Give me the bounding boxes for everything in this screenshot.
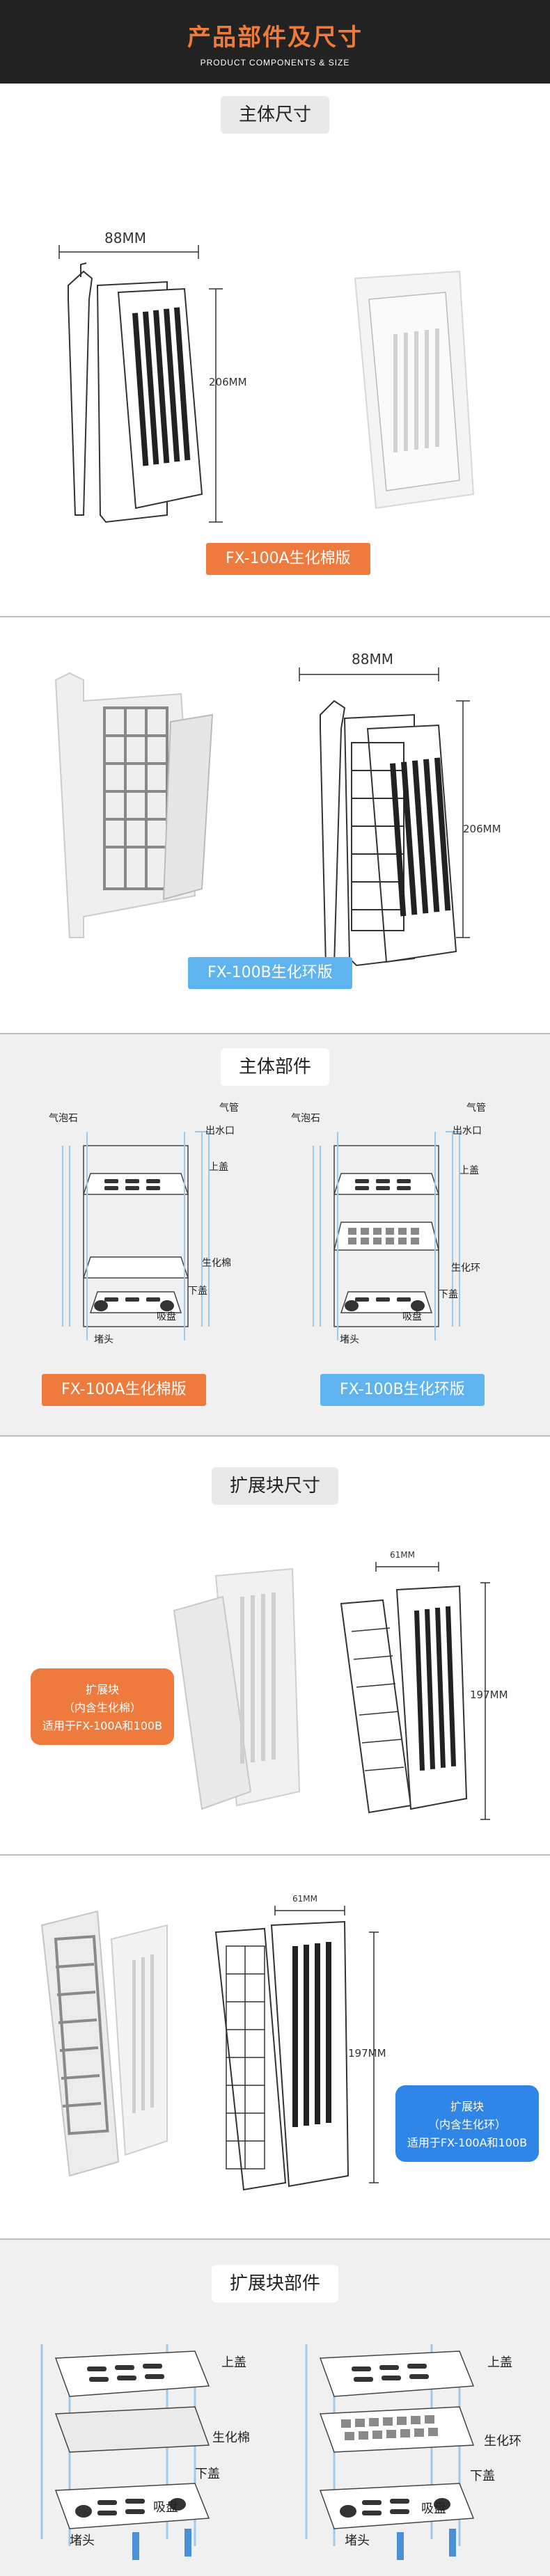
label-top-cover-b: 上盖: [459, 1165, 479, 1176]
height-label-a: 206MM: [209, 376, 247, 388]
extension-render-a: [173, 1567, 301, 1810]
section-heading-body-parts: 主体部件: [220, 1048, 330, 1086]
section-divider: [0, 616, 550, 617]
label-outlet-a: 出水口: [205, 1125, 235, 1137]
width-dimension-line-ext-a: [375, 1562, 439, 1572]
extension-line-drawing-a: [340, 1585, 468, 1814]
width-dimension-line-b: [299, 667, 439, 681]
page-title: 产品部件及尺寸: [187, 24, 363, 52]
label-top-cover-ext-b: 上盖: [487, 2355, 512, 2370]
label-top-cover-a: 上盖: [209, 1162, 228, 1173]
body-render-b: [54, 672, 214, 938]
label-air-tube-a: 气管: [219, 1103, 239, 1114]
info-box-extension-foam: 扩展块 （内含生化棉） 适用于FX-100A和100B: [31, 1668, 174, 1745]
info-box-line-2: （内含生化棉）: [63, 1701, 141, 1714]
section-divider: [0, 1435, 550, 1437]
label-bottom-cover-b: 下盖: [439, 1289, 458, 1300]
page-header: 产品部件及尺寸 PRODUCT COMPONENTS & SIZE: [0, 0, 550, 84]
model-tag-fx100b: FX-100B生化环版: [188, 957, 352, 989]
label-plug-ext-a: 堵头: [70, 2534, 95, 2548]
body-line-drawing-a: [68, 262, 203, 523]
label-suction-cup-ext-a: 吸盘: [153, 2500, 178, 2515]
label-bottom-cover-a: 下盖: [188, 1286, 207, 1297]
exploded-extension-foam: [40, 2344, 210, 2560]
height-dimension-line-a: [209, 288, 223, 523]
section-heading-extension-parts: 扩展块部件: [211, 2265, 339, 2302]
height-dimension-line-ext-a: [480, 1582, 490, 1820]
label-media-a: 生化棉: [202, 1258, 231, 1269]
info-box-line-2: （内含生化环）: [427, 2118, 506, 2131]
label-suction-cup-a: 吸盘: [157, 1311, 176, 1322]
height-label-ext-a: 197MM: [470, 1689, 508, 1701]
info-box-line-1: 扩展块: [450, 2100, 484, 2113]
height-dimension-line-b: [456, 700, 470, 938]
section-divider: [0, 1854, 550, 1856]
section-extension-size-a: 扩展块尺寸: [0, 1437, 550, 1854]
width-dimension-line-ext-b: [274, 1906, 345, 1915]
section-body-size-a: 主体尺寸 88MM: [0, 84, 550, 575]
width-dimension-line-a: [58, 245, 199, 259]
label-outlet-b: 出水口: [453, 1125, 482, 1137]
body-render-a: [354, 270, 475, 509]
section-extension-size-b: 61MM 197MM 扩展块 （内含生化环） 适用于FX-100A和100B: [0, 1856, 550, 2238]
model-tag-fx100b-parts: FX-100B生化环版: [320, 1374, 485, 1406]
extension-render-b: [40, 1910, 168, 2177]
label-plug-ext-b: 堵头: [345, 2534, 370, 2548]
label-air-tube-b: 气管: [466, 1103, 486, 1114]
model-tag-fx100a: FX-100A生化棉版: [206, 543, 370, 575]
width-label-ext-a: 61MM: [390, 1550, 415, 1560]
section-heading-extension-size: 扩展块尺寸: [211, 1467, 339, 1505]
extension-line-drawing-b: [214, 1920, 349, 2191]
label-bottom-cover-ext-a: 下盖: [195, 2467, 220, 2481]
exploded-drawing-fx100b: [313, 1131, 460, 1341]
label-air-stone-a: 气泡石: [49, 1113, 78, 1124]
section-extension-parts: 扩展块部件 上盖 生化棉 下盖: [0, 2240, 550, 2576]
width-label-b: 88MM: [352, 651, 393, 667]
height-dimension-line-ext-b: [369, 1931, 379, 2183]
label-suction-cup-ext-b: 吸盘: [421, 2502, 446, 2516]
label-bottom-cover-ext-b: 下盖: [470, 2469, 495, 2483]
width-label-a: 88MM: [104, 230, 146, 246]
exploded-drawing-fx100a: [62, 1131, 210, 1341]
section-body-parts: 主体部件 气泡石: [0, 1034, 550, 1435]
label-top-cover-ext-a: 上盖: [221, 2355, 246, 2370]
height-label-b: 206MM: [463, 823, 501, 835]
section-divider: [0, 2238, 550, 2240]
info-box-line-1: 扩展块: [85, 1683, 119, 1696]
info-box-extension-rings: 扩展块 （内含生化环） 适用于FX-100A和100B: [395, 2085, 539, 2162]
label-air-stone-b: 气泡石: [291, 1113, 320, 1124]
info-box-line-3: 适用于FX-100A和100B: [42, 1719, 163, 1732]
label-plug-a: 堵头: [94, 1334, 113, 1345]
page-subtitle: PRODUCT COMPONENTS & SIZE: [200, 58, 350, 68]
exploded-extension-rings: [305, 2344, 475, 2560]
width-label-ext-b: 61MM: [292, 1894, 317, 1904]
label-plug-b: 堵头: [340, 1334, 359, 1345]
model-tag-fx100a-parts: FX-100A生化棉版: [42, 1374, 206, 1406]
section-body-size-b: 88MM 206MM FX-100B生化环版: [0, 617, 550, 1033]
section-divider: [0, 1033, 550, 1034]
label-media-ext-b: 生化环: [484, 2434, 521, 2449]
label-suction-cup-b: 吸盘: [402, 1311, 422, 1322]
label-media-ext-a: 生化棉: [212, 2431, 250, 2445]
section-heading-body-size: 主体尺寸: [220, 96, 330, 134]
height-label-ext-b: 197MM: [348, 2047, 386, 2060]
body-line-drawing-b: [320, 700, 457, 967]
info-box-line-3: 适用于FX-100A和100B: [407, 2136, 528, 2149]
label-media-b: 生化环: [451, 1263, 480, 1274]
